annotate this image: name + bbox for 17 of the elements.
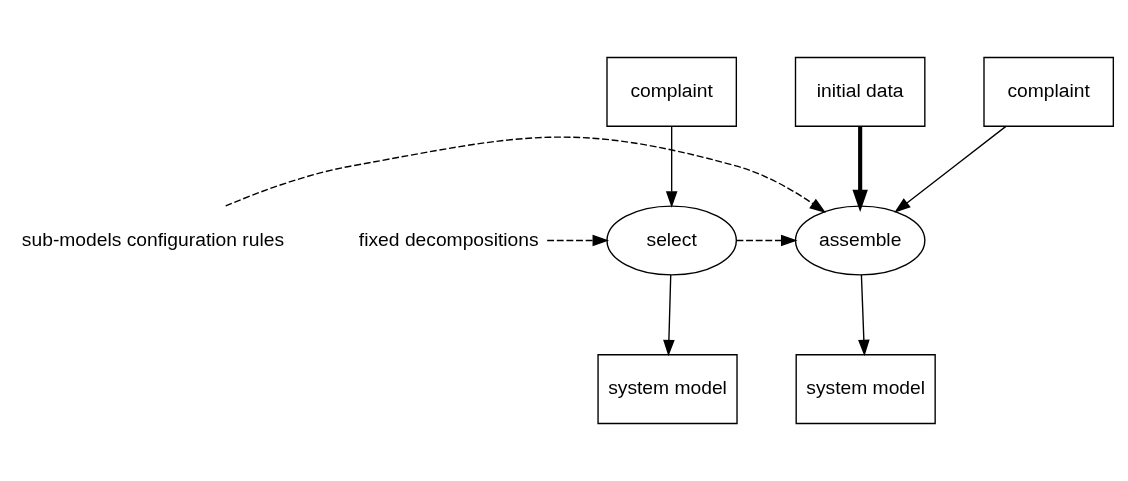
- node-box: system model: [597, 354, 738, 425]
- node-text: sub-models configuration rules: [21, 228, 285, 250]
- arrow: [858, 274, 870, 357]
- arrow: [735, 234, 798, 247]
- arrow: [852, 126, 868, 212]
- node-box: complaint: [606, 56, 738, 127]
- node-box: complaint: [983, 56, 1114, 127]
- arrow: [665, 125, 678, 208]
- arrow: [225, 136, 827, 213]
- node-box: initial data: [794, 56, 926, 127]
- arrow: [663, 274, 675, 357]
- node-ellipse: select: [606, 205, 738, 276]
- arrow: [546, 234, 610, 247]
- node-ellipse: assemble: [794, 205, 926, 276]
- node-text: fixed decompositions: [358, 228, 539, 250]
- node-box: system model: [795, 354, 936, 425]
- arrow: [894, 125, 1007, 213]
